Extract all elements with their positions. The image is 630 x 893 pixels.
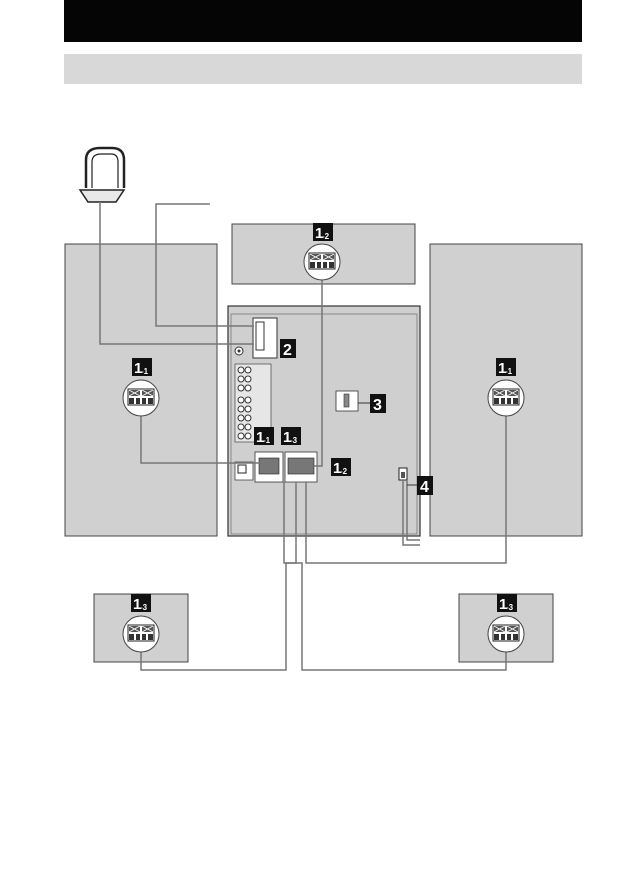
callout-sub: -1 (505, 367, 513, 376)
callout-unit-center-terminal: 1 -2 (331, 458, 351, 477)
callout-num: 3 (373, 397, 382, 414)
callout-sub: -2 (322, 232, 330, 241)
callout-surround-right: 1 -3 (497, 594, 517, 613)
callout-unit-surround-terminal: 1 -3 (281, 427, 301, 446)
main-unit-rear-panel (228, 306, 420, 536)
callout-sub: -1 (263, 436, 271, 445)
callout-sub: -3 (290, 436, 298, 445)
callout-unit-front-terminal: 1 -1 (254, 427, 274, 446)
callout-center: 1 -2 (313, 223, 333, 242)
callout-num: 2 (283, 342, 292, 359)
front-right-speaker-terminal (488, 380, 524, 416)
callout-antenna-step: 2 (280, 339, 296, 359)
front-left-speaker-terminal (123, 380, 159, 416)
surround-right-speaker-terminal (488, 616, 524, 652)
center-speaker-terminal (304, 244, 340, 280)
callout-sub: -2 (340, 467, 348, 476)
callout-sub: -3 (506, 603, 514, 612)
callout-surround-left: 1 -3 (131, 594, 151, 613)
callout-sub: -3 (140, 603, 148, 612)
loop-antenna-icon (80, 148, 124, 202)
callout-sub: -1 (141, 367, 149, 376)
surround-left-speaker-terminal (123, 616, 159, 652)
callout-num: 4 (420, 479, 429, 496)
callout-front-right: 1 -1 (496, 358, 516, 377)
callout-front-left: 1 -1 (132, 358, 152, 377)
